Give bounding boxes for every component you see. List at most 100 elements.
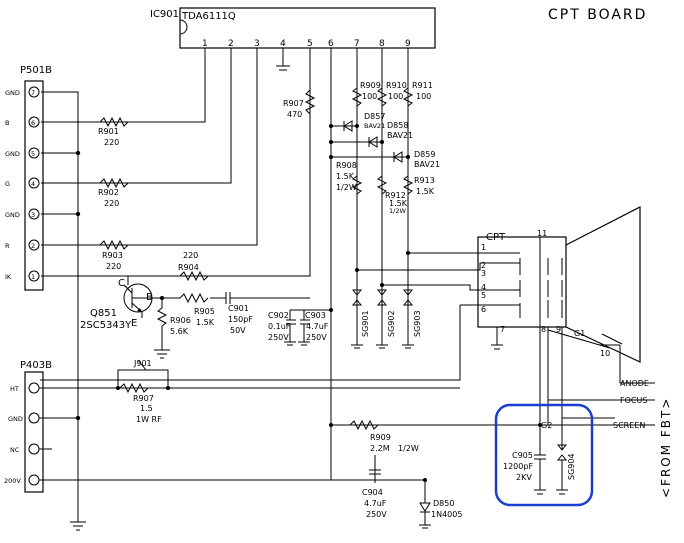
cpt-ref: CPT: [486, 232, 506, 243]
r904-ref: R904: [178, 263, 199, 272]
ic-pin-9: 9: [405, 39, 411, 49]
r911-value: 100: [416, 92, 431, 101]
sg902-label: SG902: [387, 310, 396, 337]
r909b-ref: R909: [370, 433, 391, 442]
d858-part: BAV21: [387, 131, 413, 140]
c903-ref: C903: [305, 311, 326, 320]
c902-ref: C902: [268, 311, 289, 320]
r909b-rating: 1/2W: [398, 444, 419, 453]
fbt-side-label: <FROM FBT>: [659, 397, 673, 498]
r906-value: 5.6K: [170, 327, 189, 336]
r913-value: 1.5K: [416, 187, 435, 196]
cpt-pin-8: 8: [541, 325, 546, 334]
r902-ref: R902: [98, 188, 119, 197]
cpt-pin-3: 3: [481, 269, 486, 278]
p501b-signal-2: R: [5, 242, 10, 250]
r909-ref: R909: [360, 81, 381, 90]
fbt-focus: FOCUS: [620, 396, 647, 405]
r907b-value: 1.5: [140, 404, 153, 413]
d857-ref: D857: [364, 112, 385, 121]
p501b-pin-7: [28, 86, 40, 98]
r908-ref: R908: [336, 161, 357, 170]
c904-value: 4.7uF: [364, 499, 387, 508]
p501b-pin-num-3: 3: [31, 211, 35, 219]
r907a-ref: R907: [283, 99, 304, 108]
c903-value: 4.7uF: [306, 322, 329, 331]
c902-value: 0.1uF: [268, 322, 291, 331]
d859-ref: D859: [414, 150, 435, 159]
p501b-ref: P501B: [20, 65, 52, 76]
r912-ref: R912: [385, 191, 406, 200]
cpt-pin-11: 11: [537, 229, 547, 238]
q851-c: C: [118, 278, 125, 289]
ic-pin-2: 2: [228, 39, 234, 49]
sg901-label: SG901: [361, 310, 370, 337]
p501b-pin-num-4: 4: [31, 180, 35, 188]
p501b-pin-6: [28, 116, 40, 128]
p501b-pin-2: [28, 239, 40, 251]
r904-value: 220: [183, 251, 198, 260]
r907b-ref: R907: [133, 394, 154, 403]
q851-transistor: C B E Q851 2SC5343Y: [80, 278, 153, 331]
cpt-pin-6: 6: [481, 305, 486, 314]
board-title: CPT BOARD: [548, 7, 647, 23]
cpt-g1: G1: [574, 329, 585, 338]
p501b-pin-5: [28, 147, 40, 159]
p501b-pin-num-6: 6: [31, 119, 35, 127]
p403b-ref: P403B: [20, 360, 52, 371]
q851-e: E: [131, 318, 137, 329]
r910-ref: R910: [386, 81, 407, 90]
ic-pin-6: 6: [328, 39, 334, 49]
ic-pin-5: 5: [307, 39, 313, 49]
d859-part: BAV21: [414, 160, 440, 169]
c902-rating: 250V: [268, 333, 289, 342]
r903-value: 220: [106, 262, 121, 271]
d850-ref: D850: [433, 499, 454, 508]
p501b-pin-num-5: 5: [31, 150, 35, 158]
r903-ref: R903: [102, 251, 123, 260]
c905-rating: 2KV: [516, 473, 532, 482]
fbt-screen: SCREEN: [613, 421, 645, 430]
r912-value: 1.5K: [389, 199, 408, 208]
cpt-g2: G2: [541, 421, 552, 430]
p501b-pin-num-1: 1: [31, 273, 35, 281]
p501b-pin-num-7: 7: [31, 89, 35, 97]
p403b-ht: HT: [10, 385, 19, 393]
r908-value: 1.5K: [336, 172, 355, 181]
cpt-pin-2: 2: [481, 261, 486, 270]
c904-rating: 250V: [366, 510, 387, 519]
p501b-signal-4: G: [5, 180, 10, 188]
r901-ref: R901: [98, 127, 119, 136]
cpt-pin-7: 7: [500, 325, 505, 334]
ic-pin-4: 4: [280, 39, 286, 49]
j901-label: J901: [133, 359, 152, 368]
p403b-200v: 200V: [4, 477, 21, 485]
q851-b: B: [146, 292, 153, 303]
p501b-pin-4: [28, 177, 40, 189]
c901-ref: C901: [228, 304, 249, 313]
r907b-rating: 1W RF: [136, 415, 162, 424]
r909-value: 100: [362, 92, 377, 101]
c901-rating: 50V: [230, 326, 246, 335]
r906-ref: R906: [170, 316, 191, 325]
r913-ref: R913: [414, 176, 435, 185]
p501b-pin-3: [28, 208, 40, 220]
p501b-signal-6: B: [5, 119, 9, 127]
ic-pin-8: 8: [379, 39, 385, 49]
r902-value: 220: [104, 199, 119, 208]
ic-ref: IC901: [150, 9, 179, 20]
r910-value: 100: [388, 92, 403, 101]
c904-ref: C904: [362, 488, 383, 497]
q851-part: 2SC5343Y: [80, 320, 132, 331]
p403b-gnd: GND: [8, 415, 23, 423]
r907a-value: 470: [287, 110, 302, 119]
fbt-anode: ANODE: [620, 379, 649, 388]
q851-ref: Q851: [90, 308, 117, 319]
cpt-pin-10: 10: [600, 349, 610, 358]
d857-part: BAV21: [364, 122, 385, 130]
r911-ref: R911: [412, 81, 433, 90]
